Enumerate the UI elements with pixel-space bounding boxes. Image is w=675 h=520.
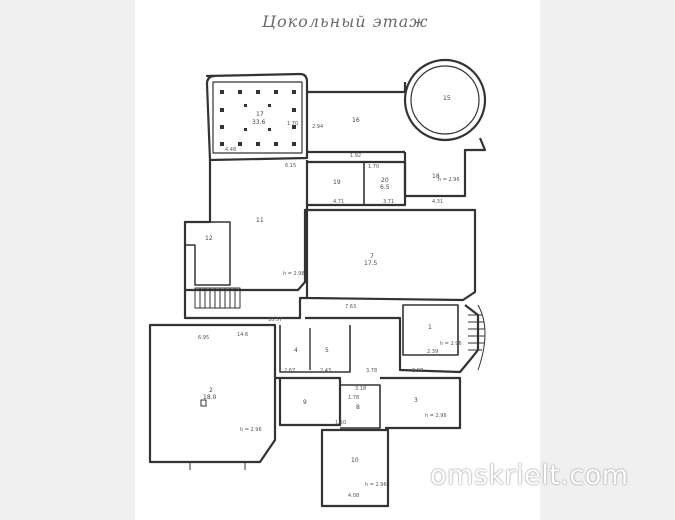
- room-9-walls: [275, 376, 342, 427]
- dim-label-14: 2.67: [284, 368, 295, 374]
- room-19-number: 19: [333, 179, 341, 186]
- room-17-columns: [200, 90, 296, 407]
- room-7-number: 7: [370, 253, 374, 260]
- room-17-number: 17: [256, 111, 264, 118]
- room-7-area: 17.5: [364, 260, 378, 267]
- site-watermark: omskrielt.com: [430, 460, 629, 491]
- stairs-right: [468, 304, 486, 371]
- stairs-left: [194, 287, 241, 309]
- corridor-walls: [183, 290, 307, 320]
- dim-label-7: 3.71: [383, 199, 394, 205]
- room-2-area: 18.0: [203, 394, 217, 401]
- room-10-number: 10: [351, 457, 359, 464]
- room-1-number: 1: [428, 324, 432, 331]
- room-8-number: 8: [356, 404, 360, 411]
- dim-label-15: 2.43: [320, 368, 331, 374]
- room-5-number: 5: [325, 347, 329, 354]
- height-label-4: h = 2.96: [425, 413, 447, 419]
- room-12-walls: [185, 221, 231, 286]
- room-18-walls: [403, 137, 487, 198]
- dim-label-13: 6.95: [198, 335, 209, 341]
- rooms-4-5-walls: [279, 325, 351, 373]
- room-7-walls: [305, 208, 477, 302]
- dim-label-6: 4.71: [333, 199, 344, 205]
- room-12-number: 12: [205, 235, 213, 242]
- room-3-number: 3: [414, 397, 418, 404]
- dim-label-3: 6.15: [285, 163, 296, 169]
- room-17-area: 33.6: [252, 119, 266, 126]
- dim-label-4: 1.92: [350, 153, 361, 159]
- room-9-number: 9: [303, 399, 307, 406]
- height-label-2: h = 2.96: [283, 271, 305, 277]
- height-label-5: h = 2.96: [365, 482, 387, 488]
- room-17-walls: [205, 72, 309, 162]
- dim-label-18: 1.78: [348, 395, 359, 401]
- dim-label-16: 3.78: [366, 368, 377, 374]
- room-18-number: 18: [432, 173, 440, 180]
- room-2-door-marks: [189, 462, 246, 470]
- dim-label-22: 4.08: [348, 493, 359, 499]
- dim-label-1: 4.48: [225, 147, 236, 153]
- dim-label-8: 4.31: [432, 199, 443, 205]
- rooms-19-20-walls: [305, 160, 407, 207]
- room-15-inner-circle: [410, 65, 480, 135]
- dim-label-17: 3.18: [355, 386, 366, 392]
- dim-label-5: 1.70: [368, 164, 379, 170]
- room-17-inner: [212, 81, 303, 154]
- right-margin: [540, 0, 675, 520]
- plan-title: Цокольный этаж: [262, 12, 429, 31]
- room-1-box: [402, 304, 459, 356]
- room-1-walls: [305, 304, 480, 374]
- left-margin: [0, 0, 135, 520]
- room-8-walls: [340, 384, 381, 429]
- dim-label-11: 7.63: [345, 304, 356, 310]
- dim-label-21: 2.39: [427, 349, 438, 355]
- dim-label-10: 10.57: [268, 317, 282, 323]
- room-16-walls: [307, 82, 407, 154]
- room-16-number: 16: [352, 117, 360, 124]
- room-20-number: 20: [381, 177, 389, 184]
- plan-sheet: [135, 0, 540, 520]
- height-label-3: h = 2.96: [240, 427, 262, 433]
- dim-label-20: 3.87: [412, 368, 423, 374]
- room-3-walls: [380, 376, 462, 430]
- dim-label-19: 1.50: [335, 420, 346, 426]
- height-label-6: h = 2.96: [440, 341, 462, 347]
- room-4-number: 4: [294, 347, 298, 354]
- room-20-area: 6.5: [380, 184, 390, 191]
- room-2-number: 2: [209, 387, 213, 394]
- dim-label-2: 1.70: [287, 121, 298, 127]
- dim-label-9: 2.94: [312, 124, 323, 130]
- height-label-1: h = 2.96: [438, 177, 460, 183]
- dim-label-12: 14.6: [237, 332, 248, 338]
- room-15-round-wall: [403, 58, 487, 142]
- room-11-number: 11: [256, 217, 264, 224]
- room-15-number: 15: [443, 95, 451, 102]
